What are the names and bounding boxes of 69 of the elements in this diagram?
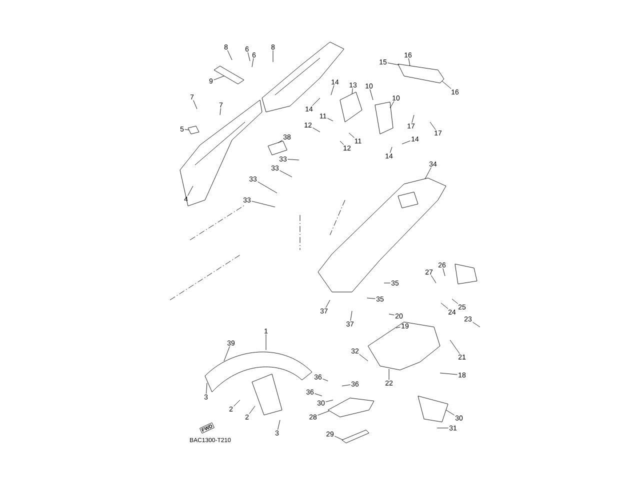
tail-light-drawing: [398, 64, 444, 84]
leader-line: [350, 310, 352, 321]
leader-line: [258, 182, 278, 194]
leader-line: [214, 76, 224, 80]
leader-line: [252, 58, 254, 68]
leader-line: [252, 200, 276, 208]
leader-line: [193, 100, 198, 110]
leader-line: [396, 326, 401, 328]
leader-line: [278, 140, 283, 144]
leader-line: [352, 88, 353, 94]
leader-line: [326, 400, 334, 402]
leader-line: [430, 122, 436, 130]
leader-line: [322, 378, 328, 382]
leader-line: [280, 170, 292, 178]
leader-line: [402, 140, 411, 144]
tail-cowl-drawing: [368, 322, 440, 370]
leader-line: [366, 298, 376, 299]
leader-line: [184, 129, 190, 130]
rear-fender-drawing: [318, 178, 446, 292]
leader-line: [450, 340, 460, 354]
leader-line: [390, 101, 394, 108]
leader-line: [442, 268, 446, 276]
leader-line: [452, 298, 458, 304]
leader-line: [312, 98, 320, 106]
leader-line: [318, 410, 330, 416]
leader-line: [224, 346, 230, 362]
leader-line: [408, 58, 410, 66]
leader-line: [314, 393, 322, 396]
leader-line: [388, 314, 395, 316]
leader-line: [430, 275, 436, 284]
leader-line: [248, 52, 250, 62]
leader-line: [330, 85, 334, 96]
leader-line: [326, 300, 330, 308]
leader-line: [249, 406, 256, 414]
leader-line: [312, 128, 320, 132]
footrest-drawing: [328, 398, 374, 418]
leader-line: [412, 114, 414, 123]
leader-line: [446, 410, 455, 416]
leader-line: [272, 50, 274, 62]
leader-line: [234, 400, 240, 406]
leader-line: [440, 372, 458, 375]
leader-line: [288, 159, 300, 160]
leader-line: [359, 354, 368, 362]
leader-line: [278, 420, 280, 430]
leader-line: [370, 89, 374, 100]
leader-line: [334, 436, 344, 440]
leader-line: [384, 282, 391, 284]
leader-line: [348, 132, 355, 138]
leader-line: [424, 167, 432, 180]
leader-line: [206, 382, 208, 394]
plate-drawing: [188, 126, 200, 134]
leader-line: [388, 62, 400, 66]
bracket-drawing: [340, 92, 362, 122]
leader-line: [327, 118, 334, 122]
grab-bar-drawing: [214, 66, 244, 84]
leader-line: [440, 302, 448, 309]
bracket-drawing: [418, 396, 448, 422]
leader-line: [220, 108, 221, 116]
leader-line: [340, 140, 344, 145]
leader-line: [227, 50, 232, 60]
leader-line: [342, 384, 351, 386]
front-fender-drawing: [204, 352, 312, 416]
leader-line: [472, 322, 480, 328]
leader-line: [188, 186, 194, 196]
plate-drawing: [268, 140, 288, 156]
guard-drawing: [342, 430, 370, 444]
leader-line: [390, 146, 392, 153]
leader-line: [388, 368, 390, 380]
leader-line: [442, 80, 452, 89]
